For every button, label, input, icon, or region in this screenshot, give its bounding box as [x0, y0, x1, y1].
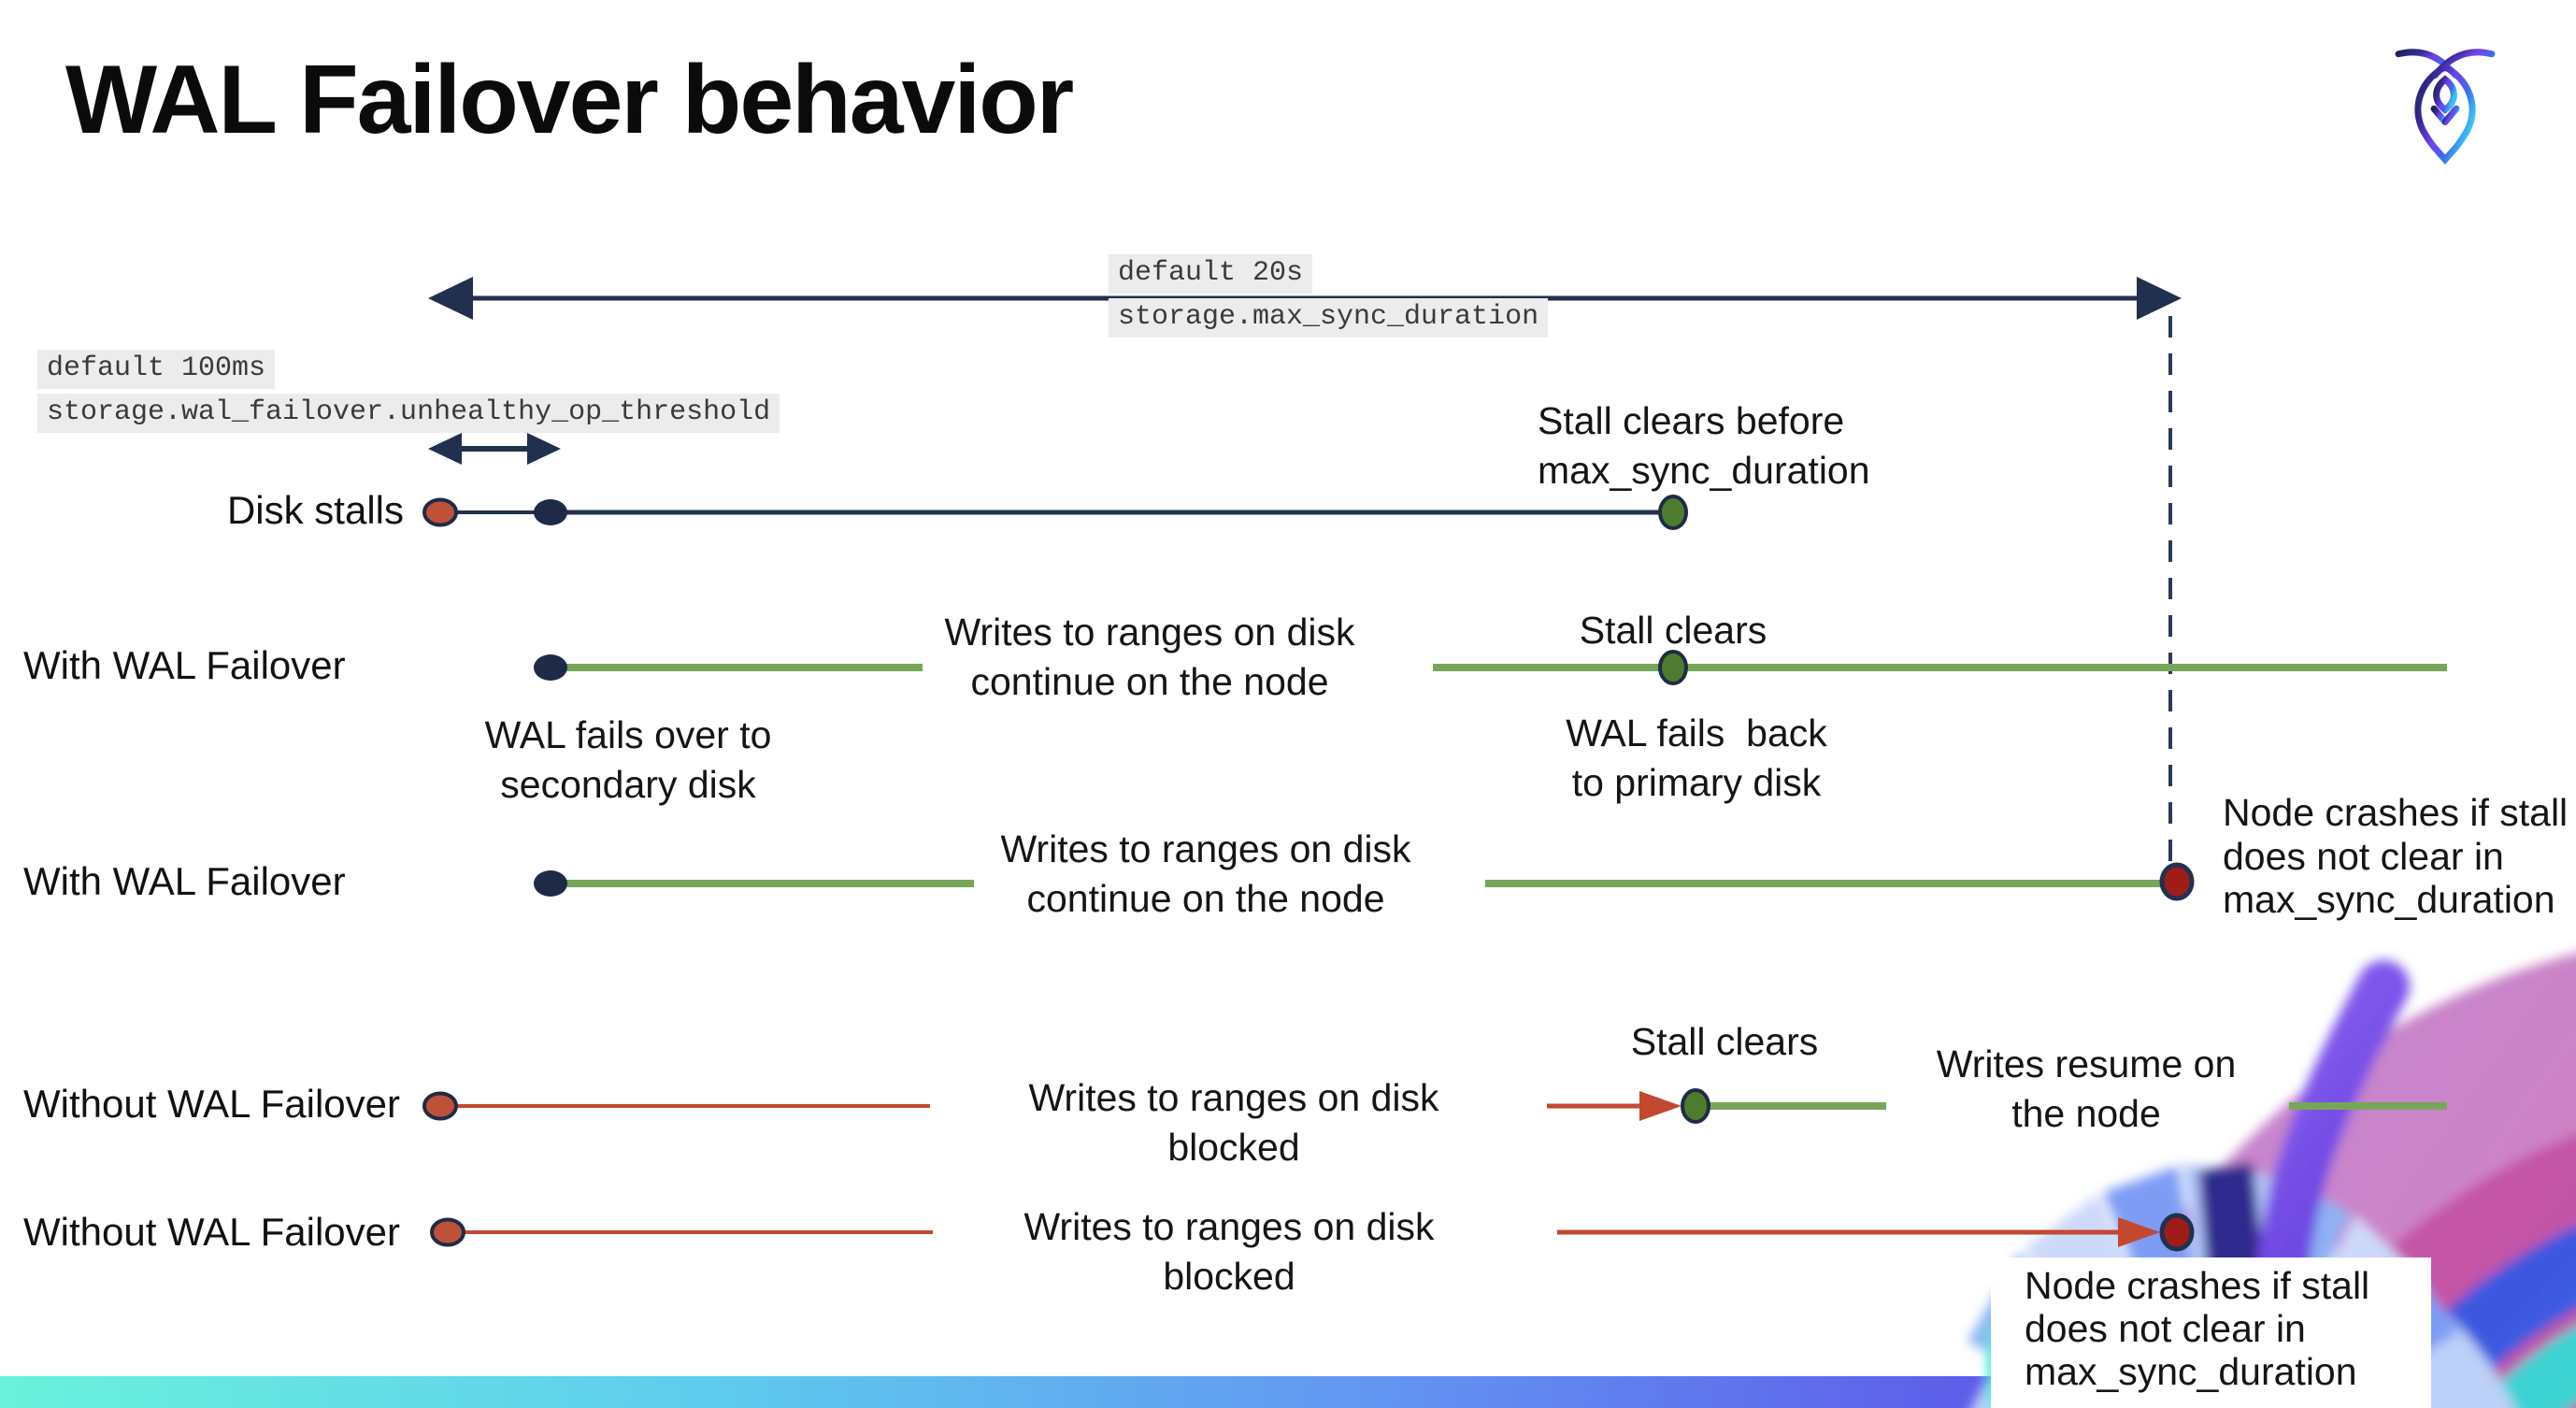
- timeline-without-wal-1: [422, 1088, 2447, 1124]
- row-label-without-wal-2: Without WAL Failover: [23, 1210, 400, 1254]
- max-sync-default-value: default 20s: [1109, 254, 1313, 294]
- annotation-writes-resume-4: Writes resume on the node: [1936, 1042, 2237, 1136]
- annotation-stall-clears-2: Stall clears: [1579, 609, 1767, 652]
- max-sync-duration-label: default 20s storage.max_sync_duration: [1109, 254, 1549, 338]
- threshold-arrow: [428, 433, 561, 465]
- annotation-node-crashes-3: Node crashes if stall does not clear in …: [2223, 791, 2569, 922]
- row-label-disk-stalls: Disk stalls: [226, 488, 404, 532]
- row-label-with-wal-1: With WAL Failover: [23, 643, 346, 687]
- arrowhead-right-icon: [527, 433, 561, 465]
- annotation-node-crashes-5: Node crashes if stall does not clear in …: [2025, 1264, 2370, 1393]
- disk-stall-dot: [422, 1091, 458, 1121]
- threshold-setting-name: storage.wal_failover.unhealthy_op_thresh…: [37, 394, 780, 433]
- stall-clear-dot: [1681, 1088, 1710, 1124]
- crash-dot: [2159, 862, 2195, 901]
- annotation-stall-clears-4: Stall clears: [1630, 1020, 1819, 1063]
- timeline-without-wal-2: [430, 1213, 2195, 1252]
- arrowhead-left-icon: [428, 277, 473, 320]
- stall-clear-dot: [1658, 650, 1688, 685]
- annotation-writes-continue-3: Writes to ranges on disk continue on the…: [1000, 827, 1411, 921]
- arrowhead-right-icon: [1639, 1091, 1682, 1121]
- annotation-wal-fails-over: WAL fails over to secondary disk: [484, 713, 772, 807]
- arrowhead-right-icon: [2137, 277, 2182, 320]
- annotation-wal-fails-back: WAL fails back to primary disk: [1566, 711, 1827, 805]
- arrowhead-right-icon: [2118, 1217, 2160, 1247]
- threshold-default-value: default 100ms: [37, 350, 276, 389]
- max-sync-setting-name: storage.max_sync_duration: [1109, 298, 1549, 338]
- stall-clear-dot: [1658, 495, 1688, 530]
- row-label-without-wal-1: Without WAL Failover: [23, 1082, 400, 1126]
- crash-note-box: Node crashes if stall does not clear in …: [1991, 1257, 2431, 1408]
- failover-dot: [534, 654, 567, 681]
- annotation-writes-blocked-5: Writes to ranges on disk blocked: [1023, 1205, 1456, 1299]
- crash-dot: [2159, 1213, 2195, 1252]
- arrowhead-left-icon: [428, 433, 462, 465]
- cockroach-logo-icon: [2395, 49, 2496, 165]
- annotation-writes-continue-2: Writes to ranges on disk continue on the…: [944, 611, 1355, 704]
- timeline-with-wal-2: [534, 862, 2195, 901]
- annotation-writes-blocked-4: Writes to ranges on disk blocked: [1028, 1076, 1461, 1170]
- failover-threshold-dot: [534, 499, 567, 525]
- threshold-label: default 100ms storage.wal_failover.unhea…: [37, 350, 780, 433]
- page-title: WAL Failover behavior: [65, 46, 1074, 154]
- failover-dot: [534, 870, 567, 897]
- timeline-with-wal-1: [534, 650, 2447, 685]
- disk-stall-dot: [430, 1217, 465, 1247]
- timeline-disk-stalls: [422, 495, 1688, 530]
- row-label-with-wal-2: With WAL Failover: [23, 859, 346, 903]
- disk-stall-dot: [422, 497, 458, 527]
- annotation-stall-clears-before: Stall clears before max_sync_duration: [1538, 399, 1870, 493]
